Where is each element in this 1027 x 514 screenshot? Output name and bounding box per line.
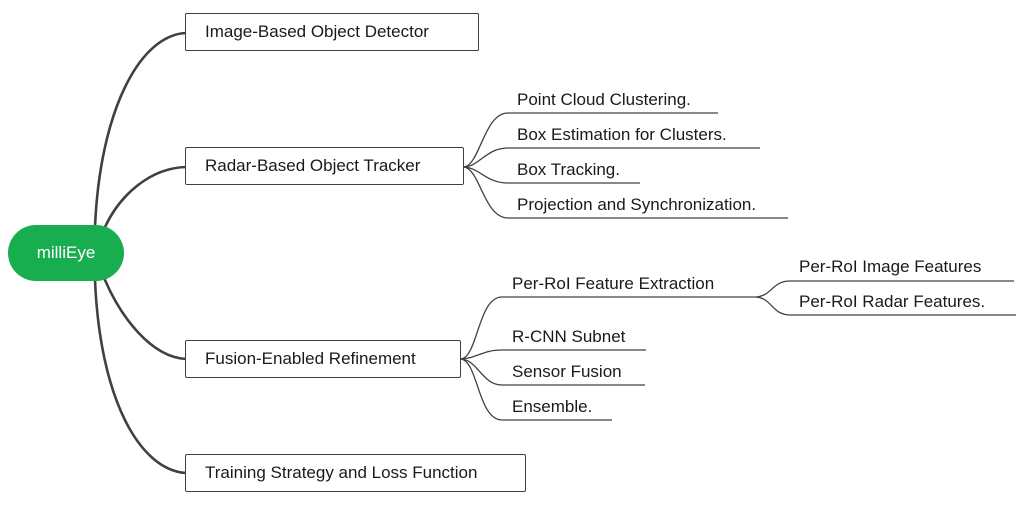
leaf-sensor-fusion[interactable]: Sensor Fusion — [512, 362, 622, 381]
leaf-point-cloud-clustering[interactable]: Point Cloud Clustering. — [517, 90, 691, 109]
branch-fusion-enabled-refinement[interactable]: Fusion-Enabled Refinement — [185, 340, 461, 378]
connector-radar-projection — [463, 166, 788, 219]
connector-extraction-radar-features — [755, 296, 1016, 316]
leaf-projection-and-synchronization[interactable]: Projection and Synchronization. — [517, 195, 757, 214]
leaf-per-roi-image-features[interactable]: Per-RoI Image Features — [799, 257, 982, 276]
branch-label: Radar-Based Object Tracker — [205, 156, 421, 175]
leaf-per-roi-radar-features[interactable]: Per-RoI Radar Features. — [799, 292, 986, 311]
connector-radar-box-tracking — [463, 166, 640, 184]
leaf-per-roi-feature-extraction[interactable]: Per-RoI Feature Extraction — [512, 274, 715, 293]
connector-root-image-detector — [93, 31, 188, 229]
leaf-r-cnn-subnet[interactable]: R-CNN Subnet — [512, 327, 626, 346]
connector-fusion-sensor-fusion — [460, 358, 645, 386]
root-node[interactable]: milliEye — [8, 225, 124, 281]
connector-fusion-feature-extraction — [460, 296, 756, 360]
root-node-label: milliEye — [36, 243, 96, 262]
leaf-ensemble[interactable]: Ensemble. — [512, 397, 593, 416]
branch-image-based-object-detector[interactable]: Image-Based Object Detector — [185, 13, 479, 51]
connector-root-radar-tracker — [103, 165, 188, 229]
connector-radar-point-cloud — [463, 112, 718, 168]
branch-label: Image-Based Object Detector — [205, 22, 429, 41]
connector-radar-box-estimation — [463, 147, 760, 168]
connector-root-fusion — [103, 278, 188, 361]
branch-label: Fusion-Enabled Refinement — [205, 349, 416, 368]
connector-fusion-ensemble — [460, 358, 612, 421]
connector-extraction-image-features — [755, 280, 1014, 298]
connector-root-training — [93, 278, 188, 475]
branch-label: Training Strategy and Loss Function — [205, 463, 478, 482]
leaf-box-estimation-for-clusters[interactable]: Box Estimation for Clusters. — [517, 125, 727, 144]
branch-radar-based-object-tracker[interactable]: Radar-Based Object Tracker — [185, 147, 464, 185]
branch-training-strategy-and-loss-function[interactable]: Training Strategy and Loss Function — [185, 454, 526, 492]
leaf-box-tracking[interactable]: Box Tracking. — [517, 160, 620, 179]
connector-fusion-rcnn — [460, 349, 646, 360]
